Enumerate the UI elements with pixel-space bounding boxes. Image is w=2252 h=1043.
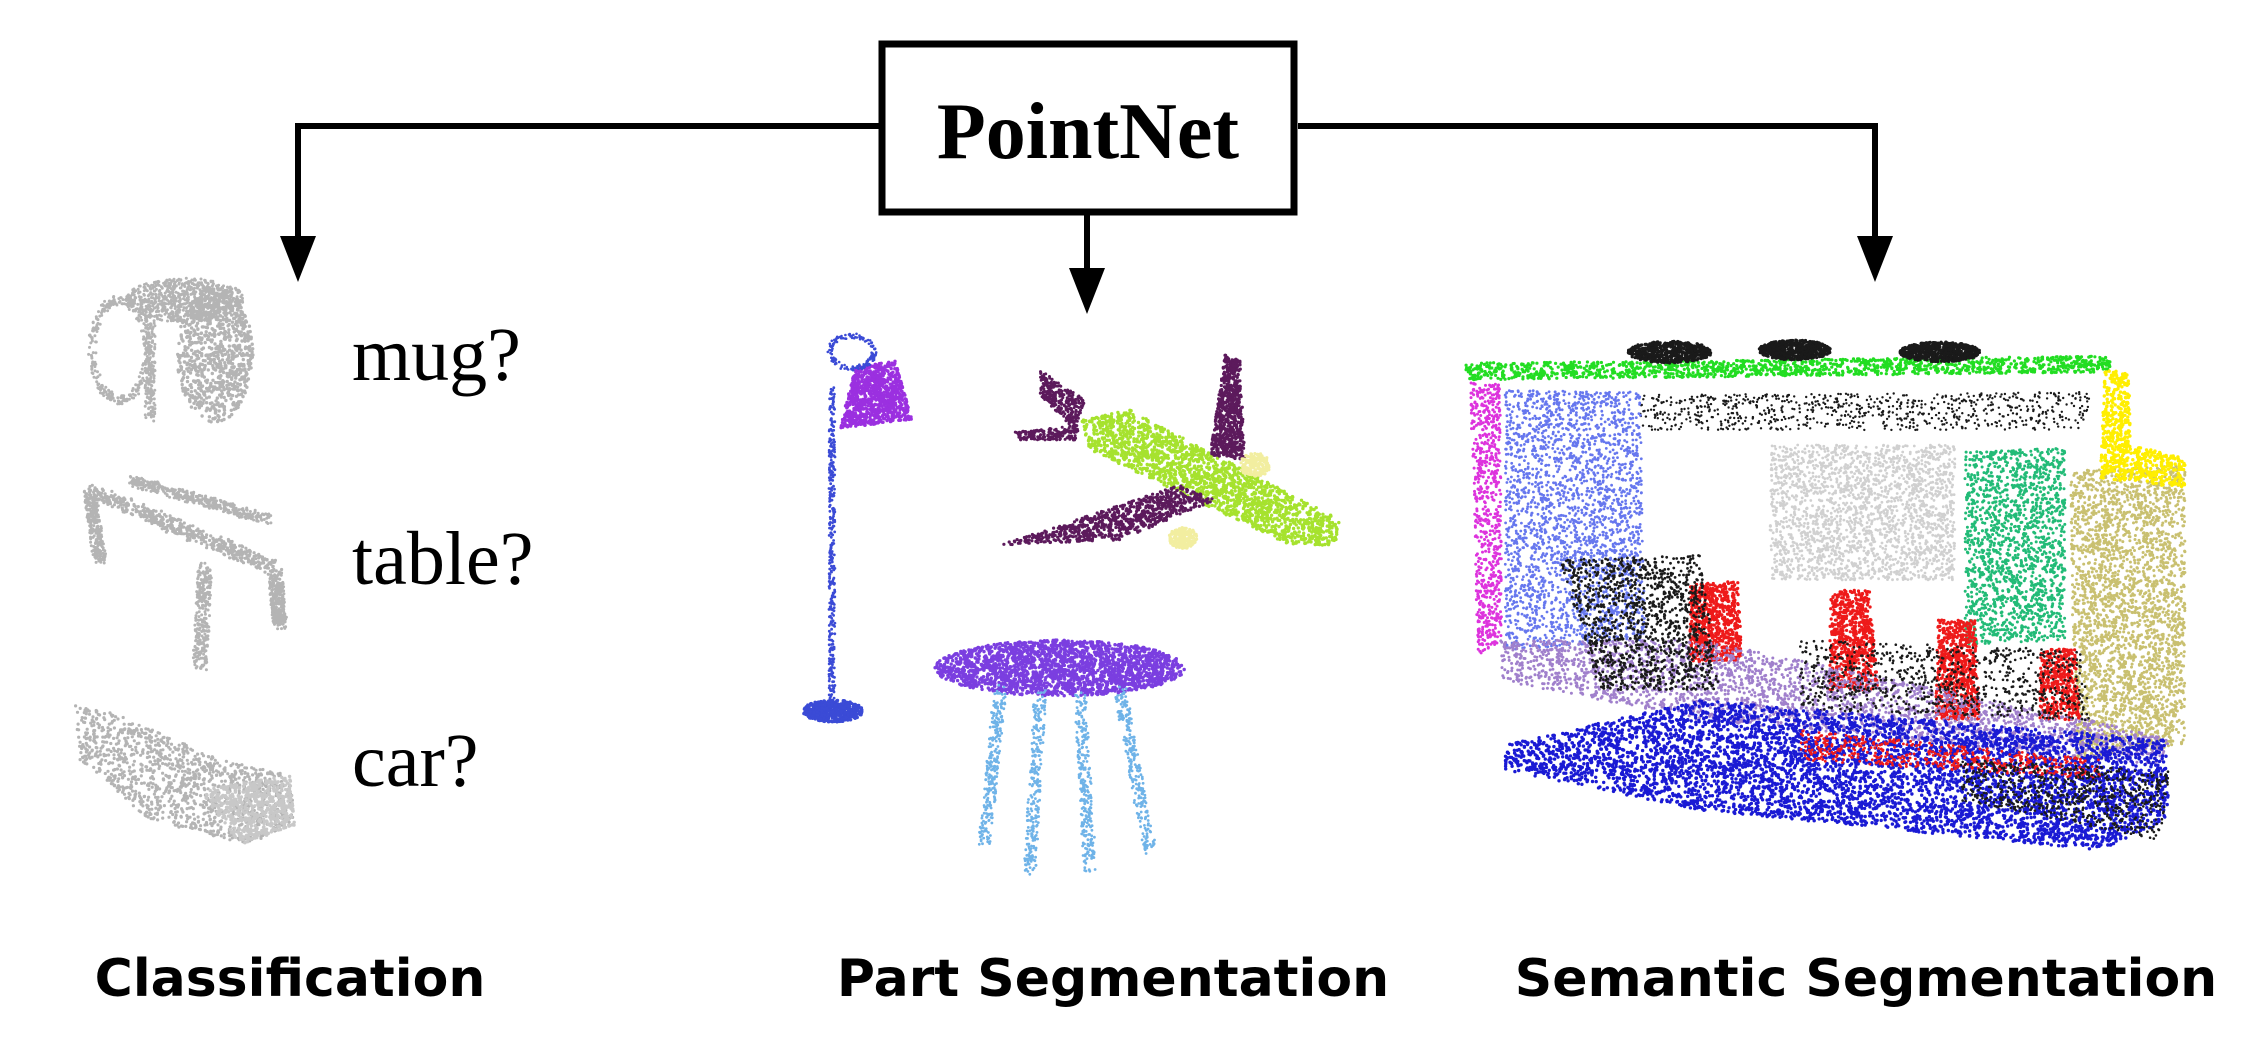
title-part-segmentation: Part Segmentation	[837, 949, 1389, 1009]
car-point-cloud	[74, 704, 296, 844]
mug-point-cloud	[87, 277, 255, 424]
arrowhead-classification	[280, 236, 316, 282]
part-segmentation-examples	[802, 333, 1340, 876]
class-label-car: car?	[352, 719, 479, 803]
indoor-scene-point-cloud	[1465, 339, 2187, 851]
classification-point-clouds	[74, 277, 296, 845]
pointnet-label: PointNet	[937, 88, 1240, 176]
arrowhead-semantic-segmentation	[1857, 236, 1893, 282]
lamp-point-cloud	[802, 333, 913, 724]
connector-to-classification	[298, 126, 882, 240]
round-table-point-cloud	[933, 638, 1186, 875]
arrowhead-part-segmentation	[1069, 268, 1105, 314]
table-point-cloud	[83, 475, 288, 671]
class-label-mug: mug?	[352, 313, 521, 397]
class-label-table: table?	[352, 517, 533, 601]
connector-to-semantic-segmentation	[1298, 126, 1875, 240]
airplane-point-cloud	[1002, 354, 1340, 550]
title-classification: Classification	[95, 949, 486, 1009]
title-semantic-segmentation: Semantic Segmentation	[1515, 949, 2217, 1009]
